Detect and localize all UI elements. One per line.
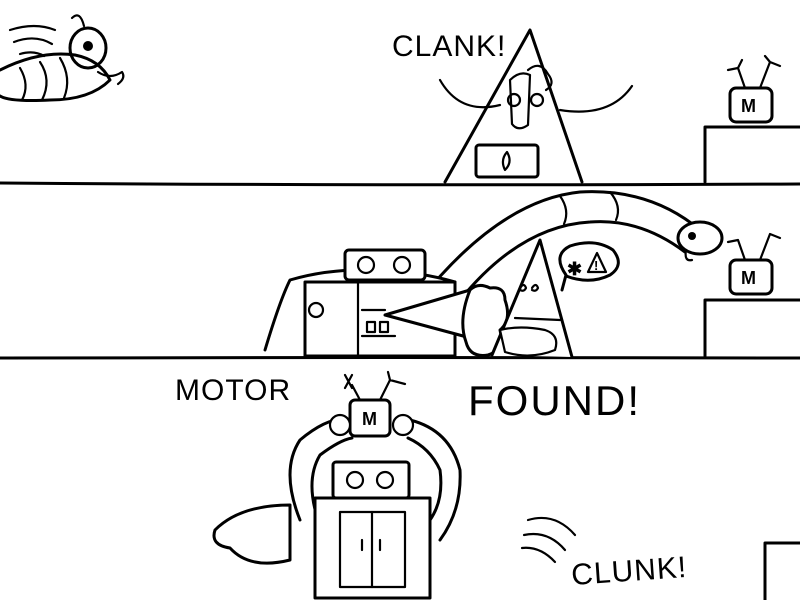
stand-bottom (763, 541, 800, 600)
bubble-asterisk: ✱ (567, 259, 582, 279)
panel-divider-top (0, 181, 800, 187)
cone-robot-scared (490, 238, 574, 359)
stand-top: M (703, 54, 800, 184)
robot-motor-letter: M (362, 409, 377, 429)
long-snake-creature (418, 190, 724, 302)
speech-bubble: ✱ ! (558, 241, 620, 292)
caption-found: FOUND! (468, 377, 641, 424)
stand-middle: M (703, 232, 800, 358)
sfx-clank: CLANK! (392, 30, 506, 63)
bubble-exclamation: ! (594, 258, 598, 273)
box-letter-top: M (741, 96, 756, 116)
box-letter-middle: M (741, 268, 756, 288)
flying-bug (0, 14, 125, 102)
caption-motor: MOTOR (175, 374, 291, 407)
cone-robot-opening (438, 28, 634, 184)
motion-lines (520, 516, 577, 564)
sfx-clunk: CLUNK! (570, 551, 688, 592)
panel-divider-bottom (0, 356, 800, 360)
robot-with-motor: M (212, 370, 462, 600)
